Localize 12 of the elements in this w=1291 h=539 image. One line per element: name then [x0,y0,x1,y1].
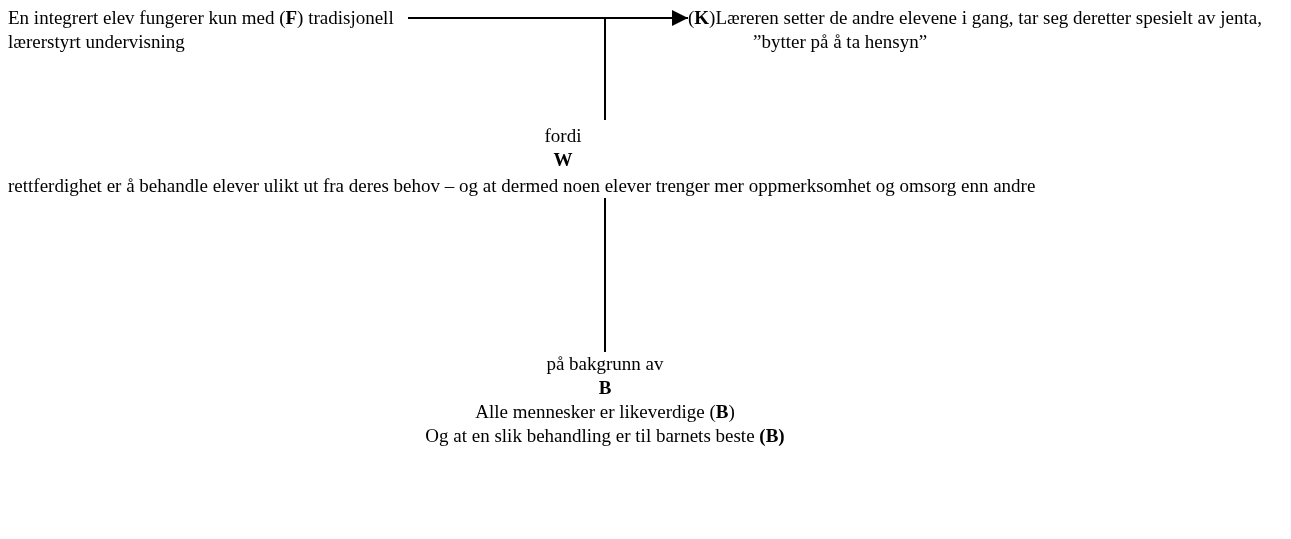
element-letter: B [598,376,612,400]
connector-line [604,17,606,121]
statement-text: Og at en slik behandling er til barnets beste (B) [425,424,785,448]
statement-text: En integrert elev fungerer kun med (F) tradisjonell lærerstyrt undervisning [8,6,408,54]
statement-text: Alle mennesker er likeverdige (B) [475,400,735,424]
statement-text: rettferdighet er å behandle elever ulikt ut fra deres behov – og at dermed noen elever trenger mer oppmerksomhet og omsorg enn andre [8,174,1037,198]
connector-word: på bakgrunn av [546,352,664,376]
connector-word: fordi [544,124,582,148]
element-letter: W [553,148,573,172]
arrow [407,10,689,26]
statement-text: (K)Læreren setter de andre elevene i gang, tar seg deretter spesielt av jenta, ”bytter på å ta hensyn” [688,6,1278,54]
connector-line [604,197,606,353]
